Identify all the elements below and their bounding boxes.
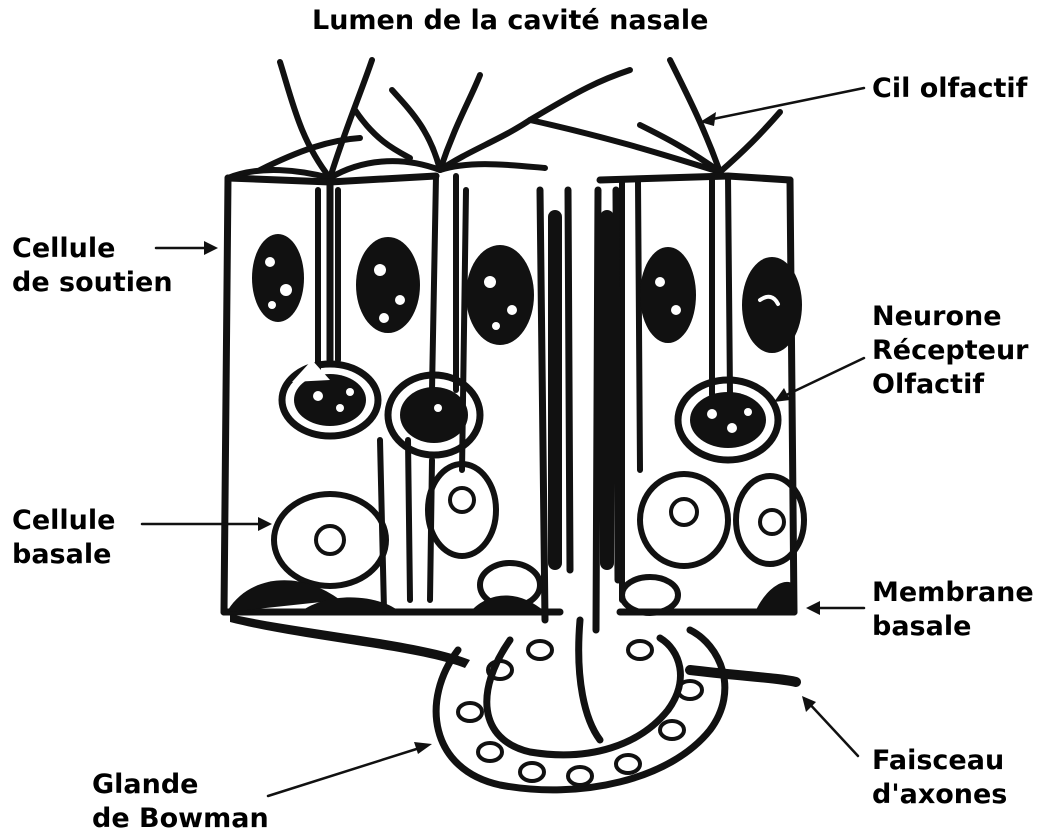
label-line: Cellule (12, 232, 173, 266)
basal-cells (274, 464, 804, 613)
label-line: Glande (92, 768, 269, 802)
diagram-title: Lumen de la cavité nasale (312, 4, 708, 38)
label-line: Olfactif (872, 368, 1029, 402)
support-cell-nuclei (252, 234, 802, 353)
label-line: Cellule (12, 504, 115, 538)
olfactory-cilia (228, 60, 780, 178)
axon-bundle (690, 670, 796, 682)
label-line: de soutien (12, 266, 173, 300)
label-line: Récepteur (872, 334, 1029, 368)
label-cellule-soutien: Cellule de soutien (12, 232, 173, 300)
label-cil-olfactif: Cil olfactif (872, 72, 1027, 106)
label-faisceau-axones: Faisceau d'axones (872, 744, 1007, 812)
label-line: d'axones (872, 778, 1007, 812)
label-neurone-recepteur: Neurone Récepteur Olfactif (872, 300, 1029, 402)
label-line: Cil olfactif (872, 72, 1027, 106)
label-cellule-basale: Cellule basale (12, 504, 115, 572)
label-glande-bowman: Glande de Bowman (92, 768, 269, 832)
label-line: de Bowman (92, 802, 269, 832)
label-arrows (142, 88, 864, 796)
label-line: Membrane (872, 576, 1034, 610)
label-line: basale (872, 610, 1034, 644)
label-line: basale (12, 538, 115, 572)
label-membrane-basale: Membrane basale (872, 576, 1034, 644)
label-line: Neurone (872, 300, 1029, 334)
basement-membrane (228, 580, 796, 668)
label-line: Faisceau (872, 744, 1007, 778)
